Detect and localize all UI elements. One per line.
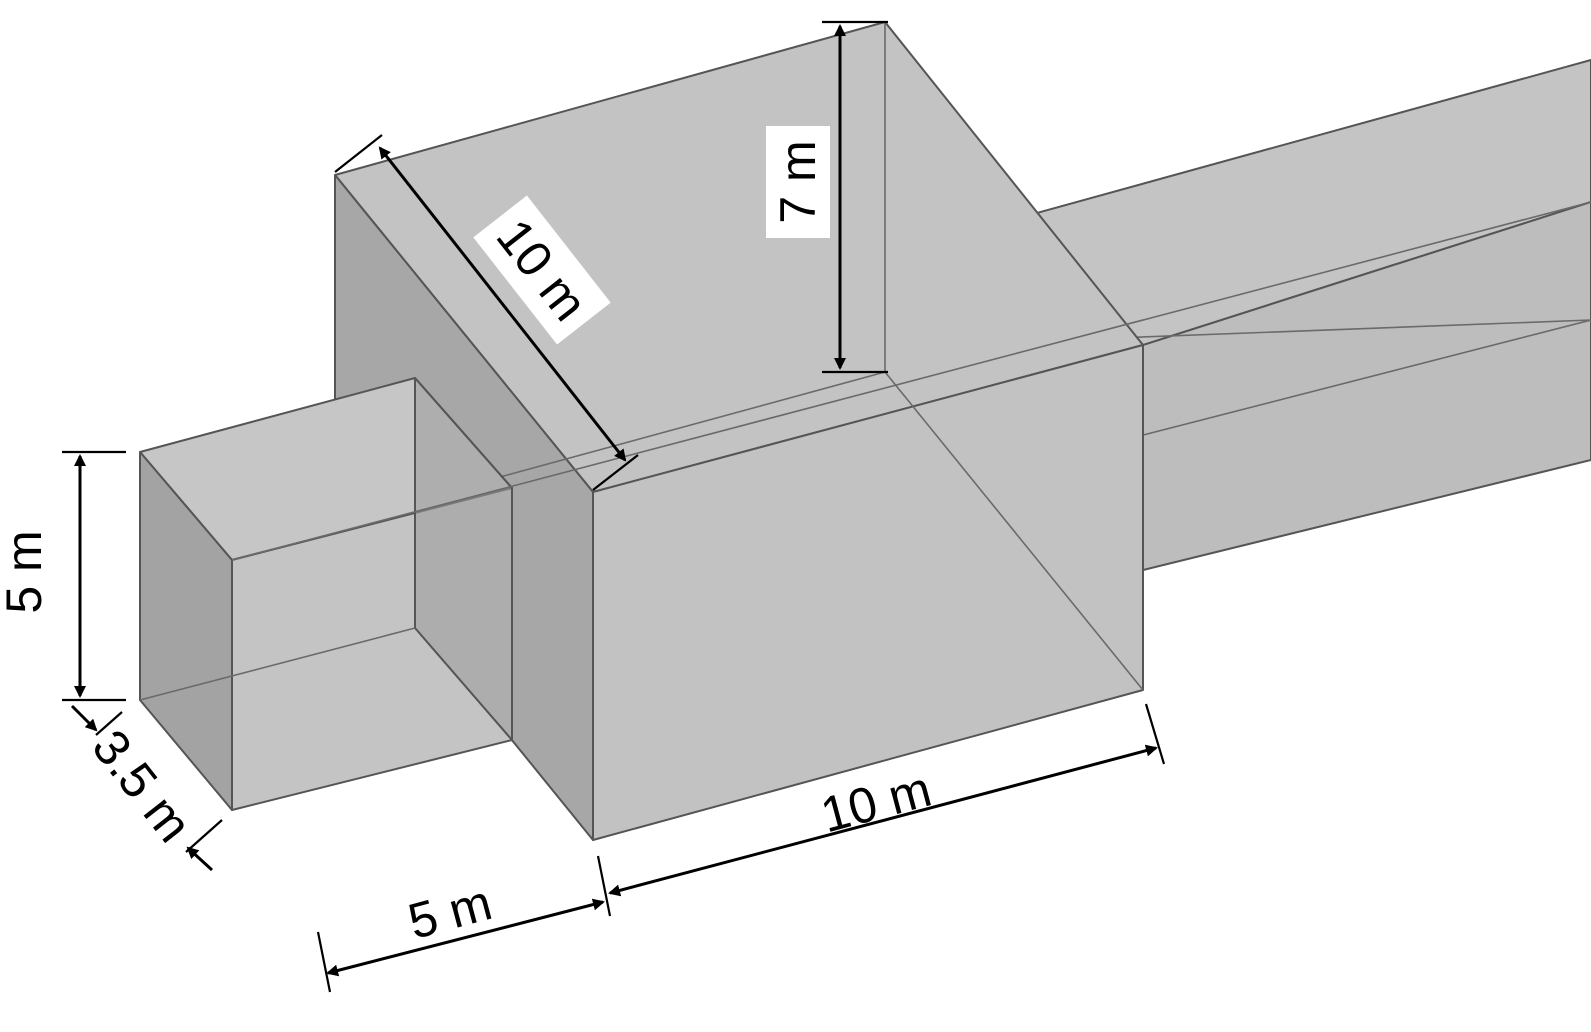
dim-room-depth-label-bg	[473, 195, 611, 345]
dim-room-depth-tick-b	[592, 454, 639, 491]
left-corridor-hidden-edge	[139, 627, 416, 701]
left-corridor	[139, 377, 513, 811]
dim-corridor-length-tick-b	[596, 855, 612, 917]
dim-room-length-tick-b	[1144, 703, 1166, 765]
dim-corridor-height: 5 m	[0, 450, 126, 702]
dim-room-height-label-bg	[766, 126, 830, 238]
right-corridor-hidden-edge	[1062, 319, 1591, 341]
dim-corridor-width-line-a	[70, 704, 98, 732]
dim-corridor-length-line	[326, 898, 605, 977]
room-hidden-edge	[884, 371, 1144, 691]
dim-room-depth-line	[378, 146, 627, 462]
dim-room-depth-tick-a	[334, 134, 383, 173]
axis-line	[231, 201, 1591, 561]
dim-corridor-height-label: 5 m	[0, 530, 52, 613]
dim-corridor-length-label: 5 m	[402, 874, 497, 950]
dim-room-height: 7 m	[766, 20, 888, 374]
dim-corridor-length-tick-a	[316, 931, 332, 993]
dim-corridor-width-line-b	[186, 846, 214, 872]
dim-corridor-length: 5 m	[316, 855, 612, 993]
dim-room-height-label: 7 m	[770, 140, 826, 223]
dim-corridor-width-tick-a	[95, 711, 123, 736]
dim-room-length-line	[608, 744, 1158, 897]
